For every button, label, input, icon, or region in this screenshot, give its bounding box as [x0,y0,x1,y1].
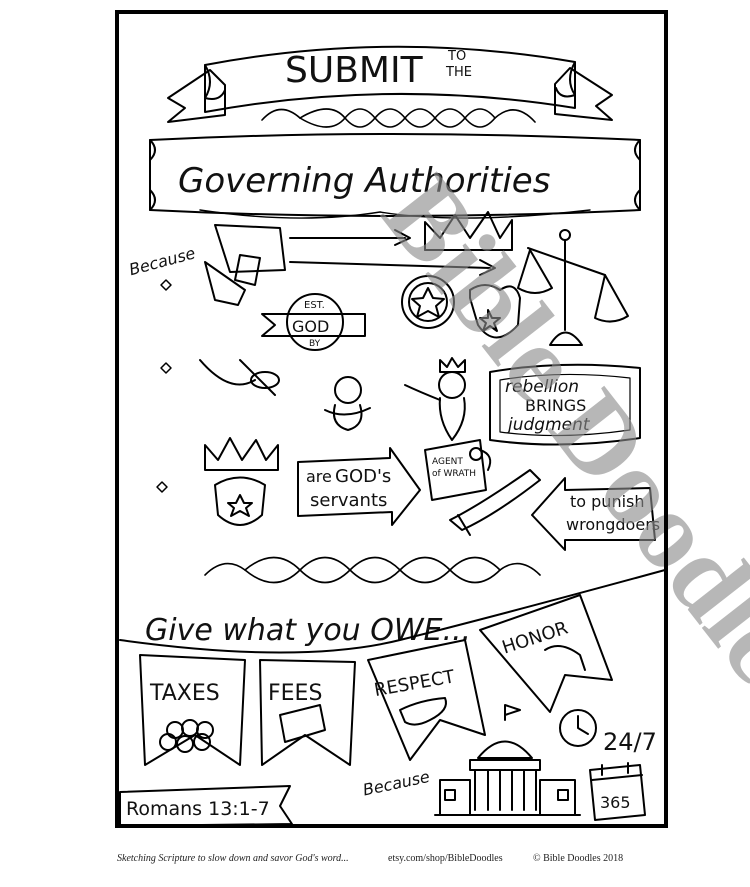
pennant-fees [259,659,356,766]
diamond-chain-ornament-middle [204,556,541,584]
title-governing-authorities: Governing Authorities [178,161,550,201]
brings-label: BRINGS [525,396,586,415]
governing-authorities-banner [149,133,641,219]
est-label: EST. [304,300,325,311]
diamond-chain-ornament-top [261,108,536,128]
to-punish-wrongdoers-arrow-sign [531,477,656,551]
footer-url: etsy.com/shop/BibleDoodles [388,853,503,864]
are-label: are [306,467,332,486]
god-label: GOD [292,317,329,336]
rebellion-label: rebellion [505,377,579,397]
scripture-reference: Romans 13:1-7 [126,798,270,820]
footer-copyright: © Bible Doodles 2018 [533,853,624,864]
established-by-god-seal [261,293,366,351]
scripture-reference-banner [119,785,293,827]
taxes-label: TAXES [149,681,220,706]
capitol-building-icon [434,704,581,816]
by-label: BY [309,339,321,349]
calendar-number-label: 365 [600,793,631,812]
scales-of-justice-icon [517,229,629,346]
title-scroll-banner [167,45,613,123]
clock-icon [559,709,597,747]
title-the: THE [445,65,472,80]
building-blocks-icon [204,224,286,306]
wrongdoers-label: wrongdoers [566,515,660,534]
bunting-string [119,569,666,654]
person-hugging-icon [324,376,371,431]
of-wrath-label: of WRATH [432,469,476,479]
sword-blade-icon [449,469,541,536]
police-badge-icon [469,284,521,339]
king-figure-icon [404,357,466,441]
title-to: TO [447,49,466,64]
crown-icon [424,211,513,251]
to-punish-label: to punish [570,492,645,511]
badge-shield-icon [214,476,266,526]
diamond-bullet-icon [156,279,172,493]
title-submit: SUBMIT [285,50,424,91]
twenty-four-seven-label: 24/7 [603,728,657,756]
give-what-you-owe-heading: Give what you OWE... [145,613,471,648]
sheriff-star-badge-icon [401,275,455,329]
arrow-icon [289,229,496,276]
judgment-label: judgment [506,415,591,435]
pennant-respect [367,639,486,761]
calendar-icon [589,762,646,821]
page-border [115,10,668,828]
agent-of-wrath-document-icon [424,439,492,501]
pennant-taxes [139,654,246,766]
sword-icon [199,359,280,396]
servants-label: servants [310,490,387,511]
crown-icon-small [204,437,279,471]
pennant-honor [479,594,613,713]
rebellion-brings-judgment-frame [489,363,641,446]
gods-label: GOD's [335,466,391,487]
gods-servants-arrow-sign [297,447,421,526]
footer-tagline: Sketching Scripture to slow down and sav… [117,853,349,864]
agent-label: AGENT [432,457,463,467]
fees-label: FEES [268,681,322,706]
